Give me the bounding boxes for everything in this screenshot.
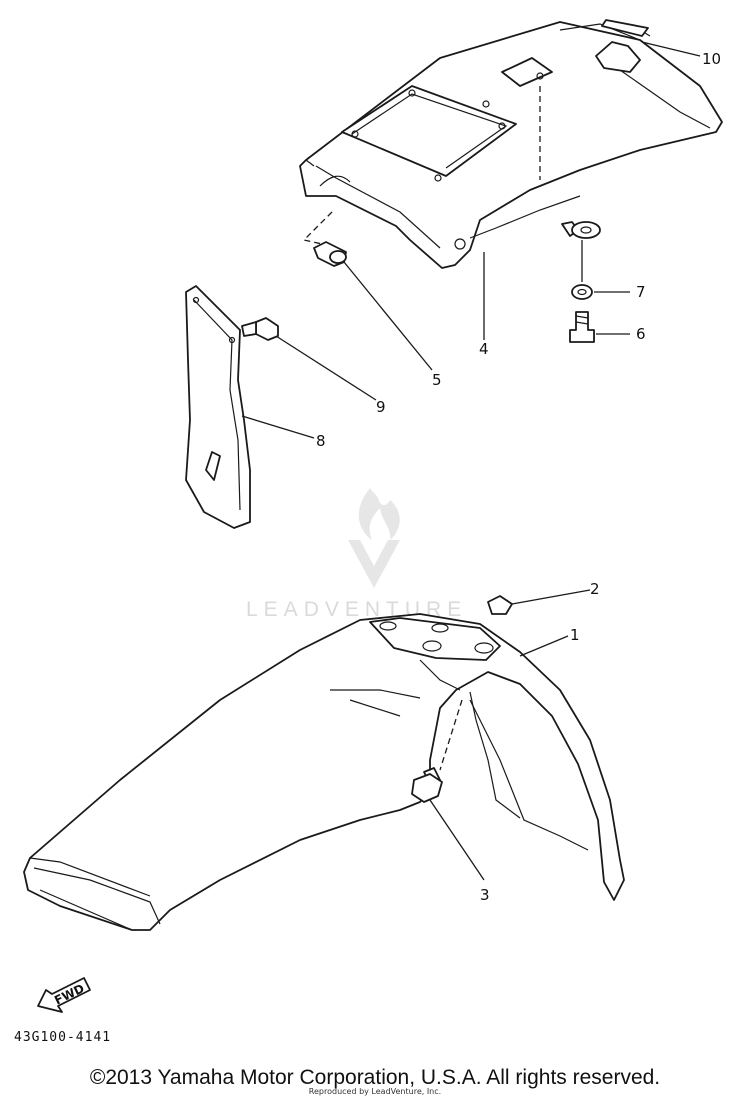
callout-2: 2 [590, 580, 600, 598]
callout-5: 5 [432, 371, 442, 389]
callout-9: 9 [376, 398, 386, 416]
leadventure-watermark: LEADVENTURE [246, 488, 461, 621]
fwd-arrow-icon: FWD [37, 977, 91, 1013]
bolt-3 [411, 767, 443, 803]
callout-4: 4 [479, 340, 489, 358]
screw-9 [241, 317, 279, 341]
callout-10: 10 [702, 50, 721, 68]
callout-1: 1 [570, 626, 580, 644]
reproduced-by-notice: Reproduced by LeadVenture, Inc. [308, 1087, 442, 1096]
callout-8: 8 [316, 432, 326, 450]
copyright-notice: ©2013 Yamaha Motor Corporation, U.S.A. A… [89, 1066, 661, 1089]
callout-3: 3 [480, 886, 490, 904]
bolt-5 [313, 241, 347, 267]
rear-fender [299, 19, 723, 269]
flap-8 [185, 285, 251, 529]
drawing-code: 43G100-4141 [14, 1030, 112, 1045]
front-fender [23, 613, 625, 931]
callout-7: 7 [636, 283, 646, 301]
leader-lines [241, 41, 701, 881]
screw-6 [569, 311, 595, 343]
nut-clip [561, 221, 601, 239]
washer-7 [571, 284, 593, 300]
nut-2 [487, 595, 513, 615]
callout-6: 6 [636, 325, 646, 343]
